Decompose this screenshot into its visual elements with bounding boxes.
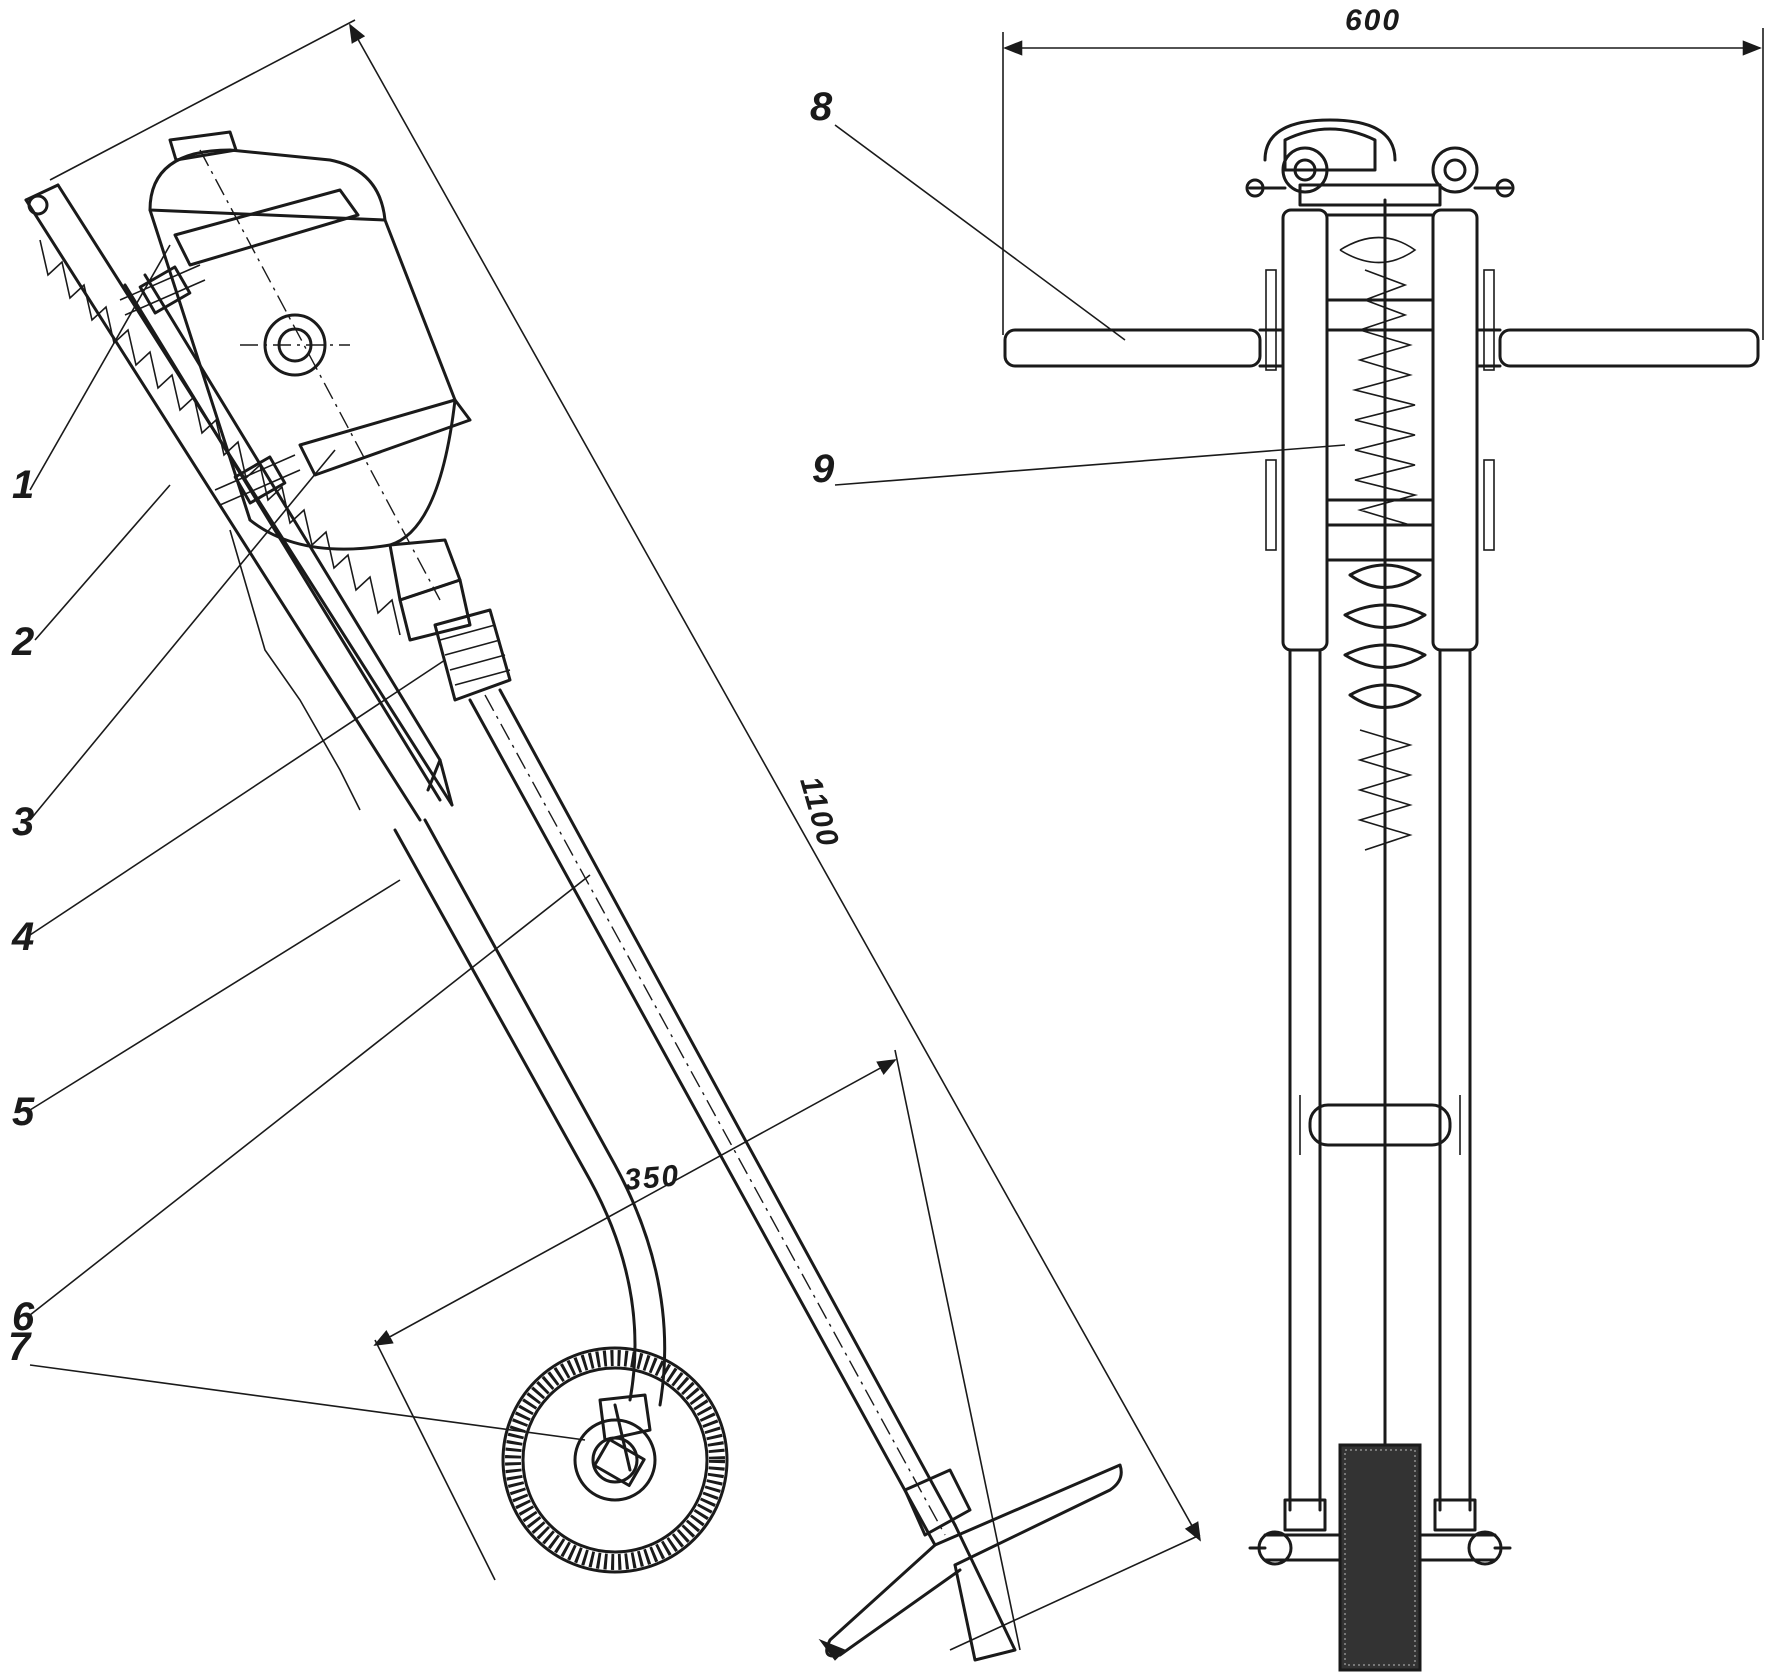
left-upright [1265,208,1329,1532]
crossbar [1299,1095,1461,1155]
part-label-7: 7 [8,1325,32,1369]
mount-clamps [119,264,301,506]
dimension-base: 350 [373,1049,1021,1651]
top-housing [1245,118,1515,207]
leader-lines-front [834,124,1346,486]
wheel-front [1338,1443,1422,1672]
part-label-4: 4 [11,915,34,959]
auger-cutter [818,1463,1123,1662]
dimension-width: 600 [1002,4,1764,340]
coupling [388,538,512,702]
part-label-9: 9 [812,447,835,491]
part-label-6: 6 [12,1295,35,1339]
auger-shaft [468,688,972,1547]
dimension-base-text: 350 [623,1159,682,1197]
main-column [393,818,667,1407]
dimension-height-text: 1100 [793,773,845,852]
handle-left [1003,328,1285,368]
auger-spiral-front [1343,198,1427,1662]
dimension-height: 1100 [49,19,1201,1651]
wheel [501,1346,729,1574]
part-label-2: 2 [11,620,34,664]
motor-body-front [1325,213,1435,562]
side-view: 1100 350 1 2 3 4 5 6 7 [8,19,1201,1662]
handle-right [1475,328,1760,368]
front-view: 600 [810,4,1764,1672]
part-label-3: 3 [12,800,34,844]
dimension-width-text: 600 [1345,4,1401,37]
part-label-1: 1 [12,463,34,507]
motor-housing [148,130,472,601]
part-label-5: 5 [12,1090,35,1134]
leader-lines [29,244,591,1441]
right-upright [1431,208,1495,1532]
part-label-8: 8 [810,85,833,129]
